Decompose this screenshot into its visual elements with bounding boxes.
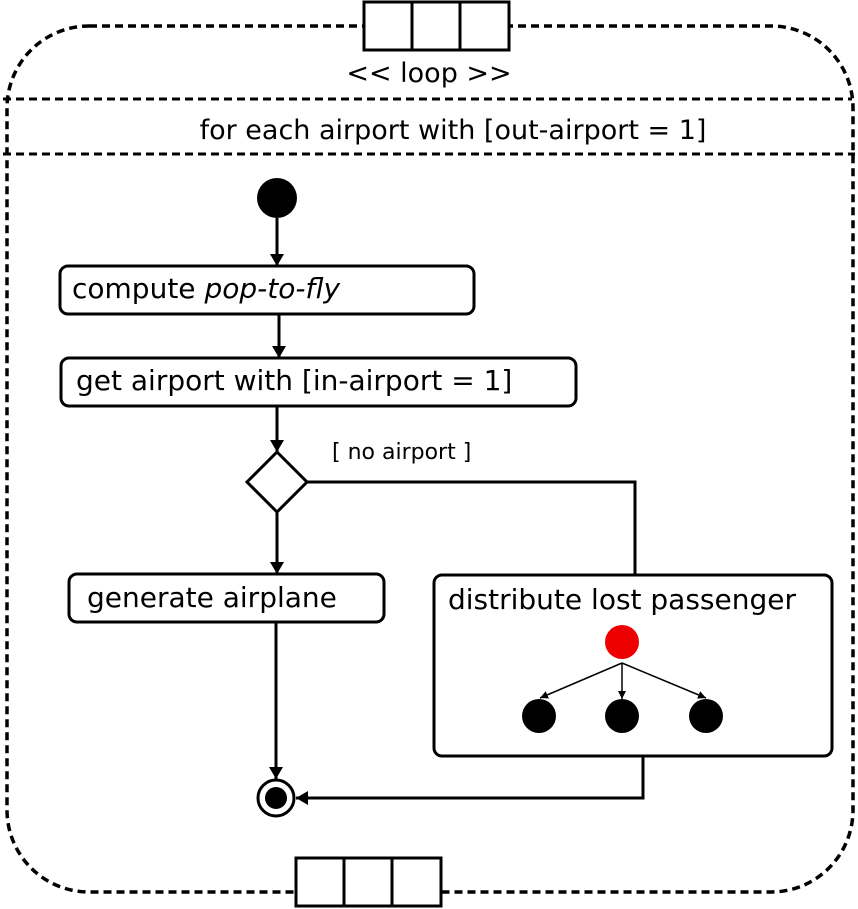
action-compute-term: pop-to-fly [203,272,340,305]
initial-node [257,178,297,218]
action-distribute-lost-passenger: distribute lost passenger [432,573,834,758]
target-node-middle [605,699,639,733]
action-generate-airplane: generate airplane [67,572,386,624]
action-get-airport: get airport with [in-airport = 1] [59,356,578,408]
action-generate-airplane-label: generate airplane [87,581,337,614]
target-node-left [522,699,556,733]
input-pin [362,0,511,52]
distribution-tree-icon [522,625,723,733]
action-distribute-label: distribute lost passenger [448,583,796,616]
action-compute-pop-to-fly: compute pop-to-fly [58,264,476,316]
source-node [605,625,639,659]
output-pin [294,856,443,908]
loop-stereotype: << loop >> [346,58,511,89]
flow-distribute-to-final [296,756,645,805]
target-node-right [689,699,723,733]
action-compute-label: compute pop-to-fly [72,272,341,305]
guard-no-airport: [ no airport ] [332,440,471,465]
action-get-airport-label: get airport with [in-airport = 1] [76,364,512,397]
final-node [256,778,296,818]
loop-condition: for each airport with [out-airport = 1] [200,115,707,146]
decision-node [244,449,310,515]
flow-decision-to-distribute [307,480,637,575]
